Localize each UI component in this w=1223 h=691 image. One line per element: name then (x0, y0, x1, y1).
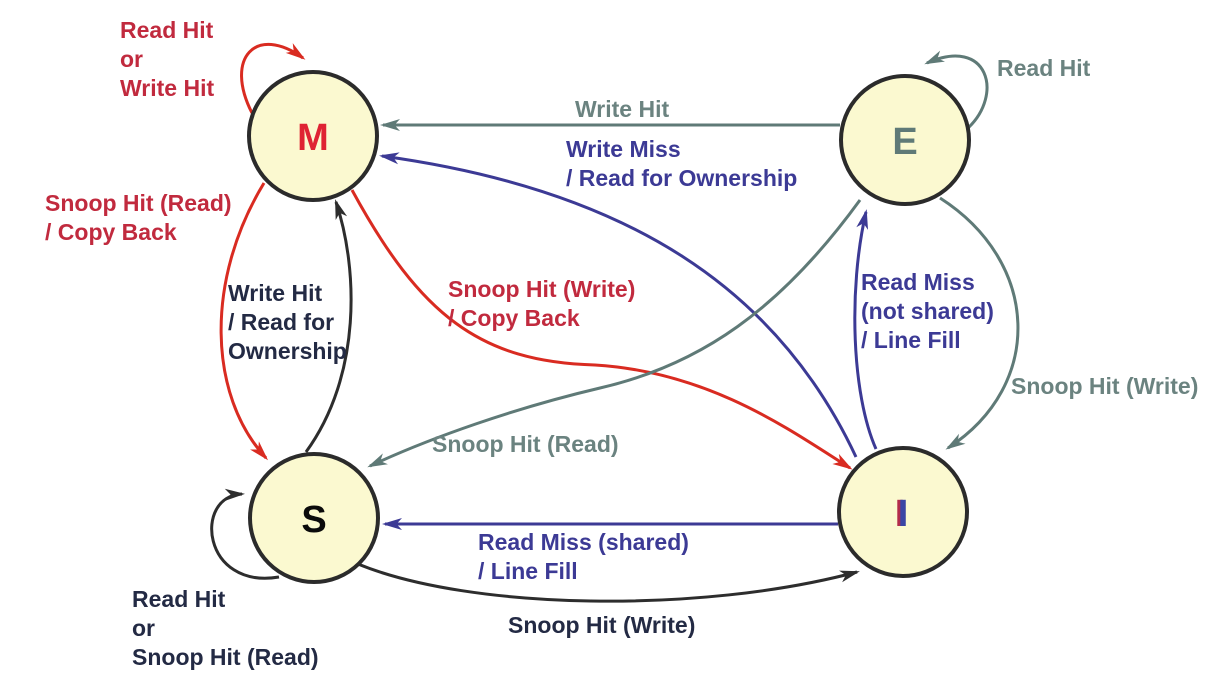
node-e-label: E (892, 121, 917, 163)
edge-label-i-to-m: Write Miss / Read for Ownership (566, 136, 798, 191)
edge-label-m-to-i: Snoop Hit (Write) / Copy Back (448, 276, 636, 331)
edge-i-to-e (853, 209, 878, 450)
node-i-label: I (898, 493, 909, 535)
edge-label-e-to-s: Snoop Hit (Read) (432, 431, 619, 457)
edge-label-e-self: Read Hit (997, 55, 1091, 81)
edge-label-s-to-m: Write Hit / Read for Ownership (228, 280, 347, 364)
node-m-circle (247, 70, 379, 202)
edge-label-s-self: Read Hit or Snoop Hit (Read) (132, 586, 319, 670)
node-e-circle (839, 74, 971, 206)
edge-m-to-s (219, 182, 269, 461)
edge-e-self-loop (924, 50, 989, 130)
node-s-label: S (301, 499, 326, 541)
edge-label-m-to-s: Snoop Hit (Read) / Copy Back (45, 190, 232, 245)
edge-i-to-m (379, 152, 858, 458)
node-i-circle (837, 446, 969, 578)
edge-m-self-loop (240, 43, 306, 114)
edge-label-e-to-i: Snoop Hit (Write) (1011, 373, 1199, 399)
edge-s-to-i (357, 562, 860, 603)
edge-m-to-i (350, 189, 853, 470)
edge-e-to-i (939, 196, 1020, 450)
edge-s-to-m (304, 199, 353, 453)
edge-s-self-loop (210, 488, 280, 580)
edge-e-to-s (367, 199, 862, 468)
edge-label-i-to-s: Read Miss (shared) / Line Fill (478, 529, 689, 584)
edge-label-e-to-m: Write Hit (575, 96, 670, 122)
edge-label-s-to-i: Snoop Hit (Write) (508, 612, 696, 638)
node-m-label: M (297, 117, 329, 159)
node-s-circle (248, 452, 380, 584)
edge-label-m-self: Read Hit or Write Hit (120, 17, 215, 101)
node-i-label-shadow: I (895, 493, 906, 535)
edge-label-i-to-e: Read Miss (not shared) / Line Fill (861, 269, 994, 353)
